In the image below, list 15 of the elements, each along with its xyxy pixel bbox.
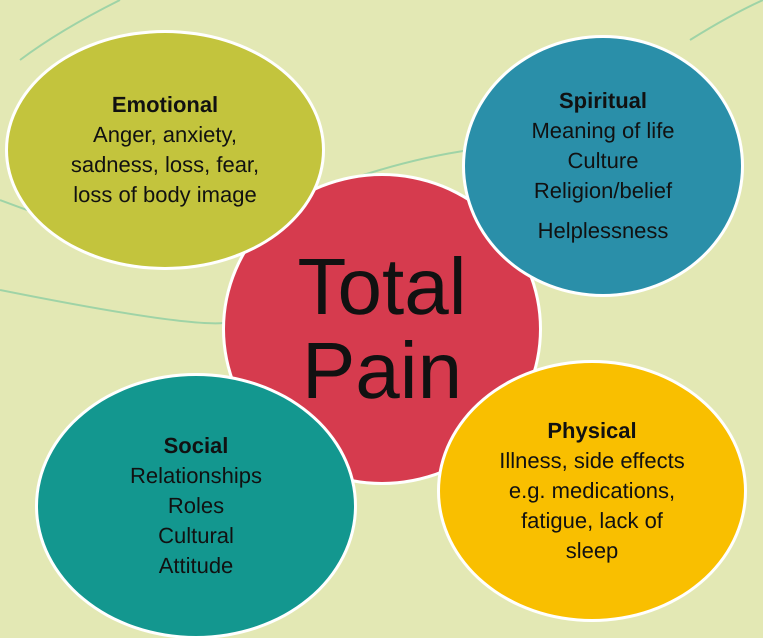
body-text: Culture [568,147,638,175]
body-text: Meaning of life [531,117,675,145]
body-text: Anger, anxiety, sadness, loss, fear, loss of body image [70,121,260,209]
body-text: Attitude [158,552,234,580]
body-text: Roles [168,492,224,520]
center-title: Total Pain [296,245,468,413]
body-text: Illness, side effects e.g. medications, fatigue, lack of sleep [498,447,686,565]
body-text: Cultural [158,522,234,550]
body-text: Relationships [130,462,262,490]
body-text: Religion/belief [534,177,672,205]
heading: Spiritual [558,87,647,115]
heading: Physical [547,417,637,445]
heading: Emotional [112,91,218,119]
body-text: Helplessness [538,217,668,245]
heading: Social [164,432,228,460]
